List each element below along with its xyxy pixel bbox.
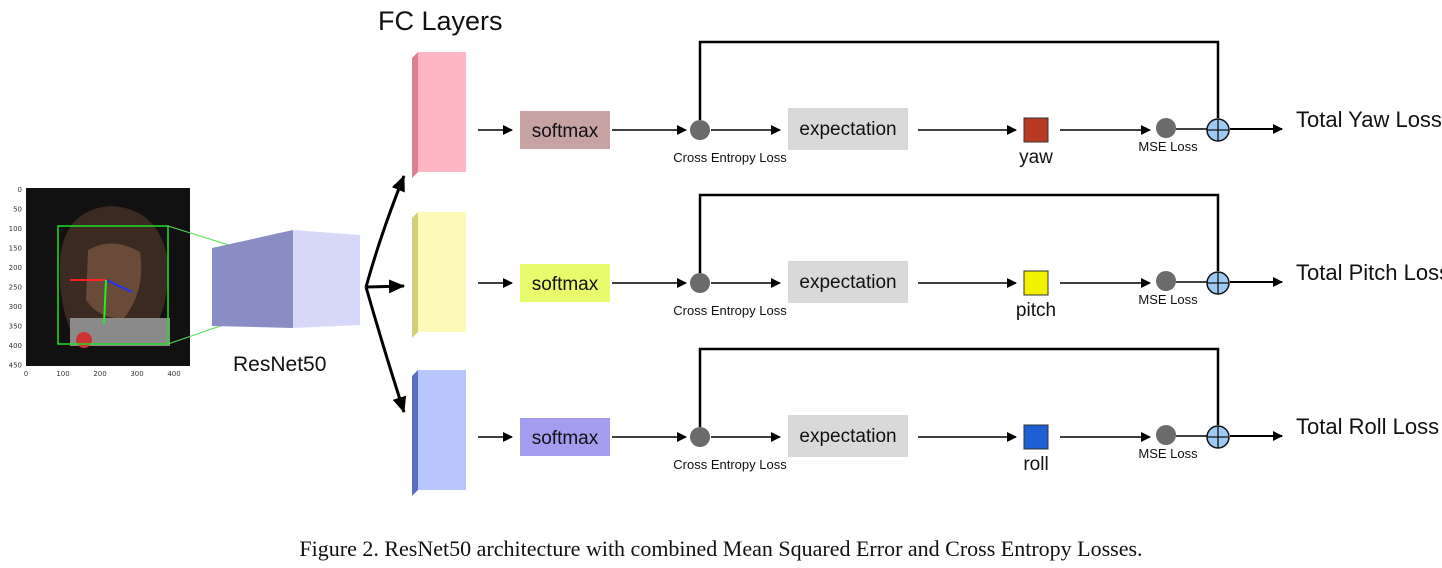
arrow-to-roll-fc: [364, 286, 407, 413]
pose-axis-z: [105, 279, 133, 293]
fan-out-arrows: [364, 175, 407, 413]
mse-label-pitch: MSE Loss: [1138, 292, 1198, 307]
mse-node-pitch: [1156, 271, 1176, 291]
expectation-label-roll: expectation: [799, 426, 896, 447]
image-y-tick-label: 400: [9, 342, 22, 350]
figure-caption: Figure 2. ResNet50 architecture with com…: [299, 536, 1142, 561]
resnet50-block: [212, 230, 360, 328]
image-y-tick-label: 200: [9, 264, 22, 272]
total-loss-label-roll: Total Roll Loss: [1296, 414, 1439, 439]
mse-node-yaw: [1156, 118, 1176, 138]
fc-layer-yaw-edge: [412, 52, 418, 178]
output-square-roll: [1023, 424, 1049, 450]
cross-entropy-label-yaw: Cross Entropy Loss: [673, 150, 787, 165]
expectation-label-pitch: expectation: [799, 272, 896, 293]
output-label-yaw: yaw: [1019, 147, 1053, 168]
image-x-tick-label: 300: [130, 370, 143, 378]
image-y-tick-label: 450: [9, 362, 22, 370]
image-x-tick-label: 0: [24, 370, 28, 378]
fc-layer-roll-edge: [412, 370, 418, 496]
image-x-tick-label: 100: [56, 370, 69, 378]
skip-connection-roll: [698, 347, 1220, 427]
fc-layer-roll: [418, 370, 466, 490]
softmax-box-roll: [520, 418, 610, 456]
image-y-tick-label: 250: [9, 284, 22, 292]
resnet50-front-face: [212, 230, 293, 328]
softmax-box-pitch: [520, 264, 610, 302]
resnet50-side-face: [293, 230, 360, 328]
softmax-box-yaw: [520, 111, 610, 149]
image-x-tick-label: 200: [93, 370, 106, 378]
output-label-roll: roll: [1023, 454, 1048, 475]
image-x-ticks: 0 100 200 300 400: [24, 370, 181, 378]
fc-layer-pitch-edge: [412, 212, 418, 338]
image-y-tick-label: 0: [18, 186, 22, 194]
total-loss-label-pitch: Total Pitch Loss: [1296, 260, 1442, 285]
headphone-logo-shape: [76, 332, 92, 348]
cross-entropy-label-pitch: Cross Entropy Loss: [673, 303, 787, 318]
mse-label-yaw: MSE Loss: [1138, 139, 1198, 154]
image-y-tick-label: 350: [9, 323, 22, 331]
image-x-tick-label: 400: [167, 370, 180, 378]
cross-entropy-node-yaw: [690, 120, 710, 140]
image-y-ticks: 0 50 100 150 200 250 300 350 400 450: [9, 186, 22, 370]
image-y-tick-label: 300: [9, 303, 22, 311]
expectation-box-yaw: [788, 108, 908, 150]
softmax-label-pitch: softmax: [532, 274, 599, 295]
expectation-box-roll: [788, 415, 908, 457]
image-y-tick-label: 100: [9, 225, 22, 233]
expectation-label-yaw: expectation: [799, 119, 896, 140]
fc-layer-yaw: [418, 52, 466, 172]
output-label-pitch: pitch: [1016, 300, 1056, 321]
cross-entropy-label-roll: Cross Entropy Loss: [673, 457, 787, 472]
arrow-to-pitch-fc: [365, 279, 405, 294]
image-y-tick-label: 150: [9, 245, 22, 253]
face-bounding-box: [57, 225, 169, 345]
mse-node-roll: [1156, 425, 1176, 445]
skip-connection-pitch: [698, 193, 1220, 273]
cross-entropy-node-roll: [690, 427, 710, 447]
output-square-yaw: [1023, 117, 1049, 143]
face-image-panel: 0 50 100 150 200 250 300 350 400 450 0 100 200 300 40…: [9, 186, 190, 378]
arrow-to-yaw-fc: [364, 175, 406, 288]
total-loss-label-yaw: Total Yaw Loss: [1296, 107, 1442, 132]
image-y-tick-label: 50: [13, 206, 22, 214]
pose-axis-y: [103, 279, 107, 325]
expectation-box-pitch: [788, 261, 908, 303]
cross-entropy-node-pitch: [690, 273, 710, 293]
face-skin: [86, 243, 142, 319]
projection-line-top: [167, 225, 233, 247]
fc-layers-title: FC Layers: [378, 6, 503, 36]
skip-connection-yaw: [698, 40, 1220, 120]
softmax-label-yaw: softmax: [532, 121, 599, 142]
softmax-label-roll: softmax: [532, 428, 599, 449]
output-square-pitch: [1023, 270, 1049, 296]
mse-label-roll: MSE Loss: [1138, 446, 1198, 461]
fc-layer-pitch: [418, 212, 466, 332]
resnet50-label: ResNet50: [233, 353, 326, 376]
